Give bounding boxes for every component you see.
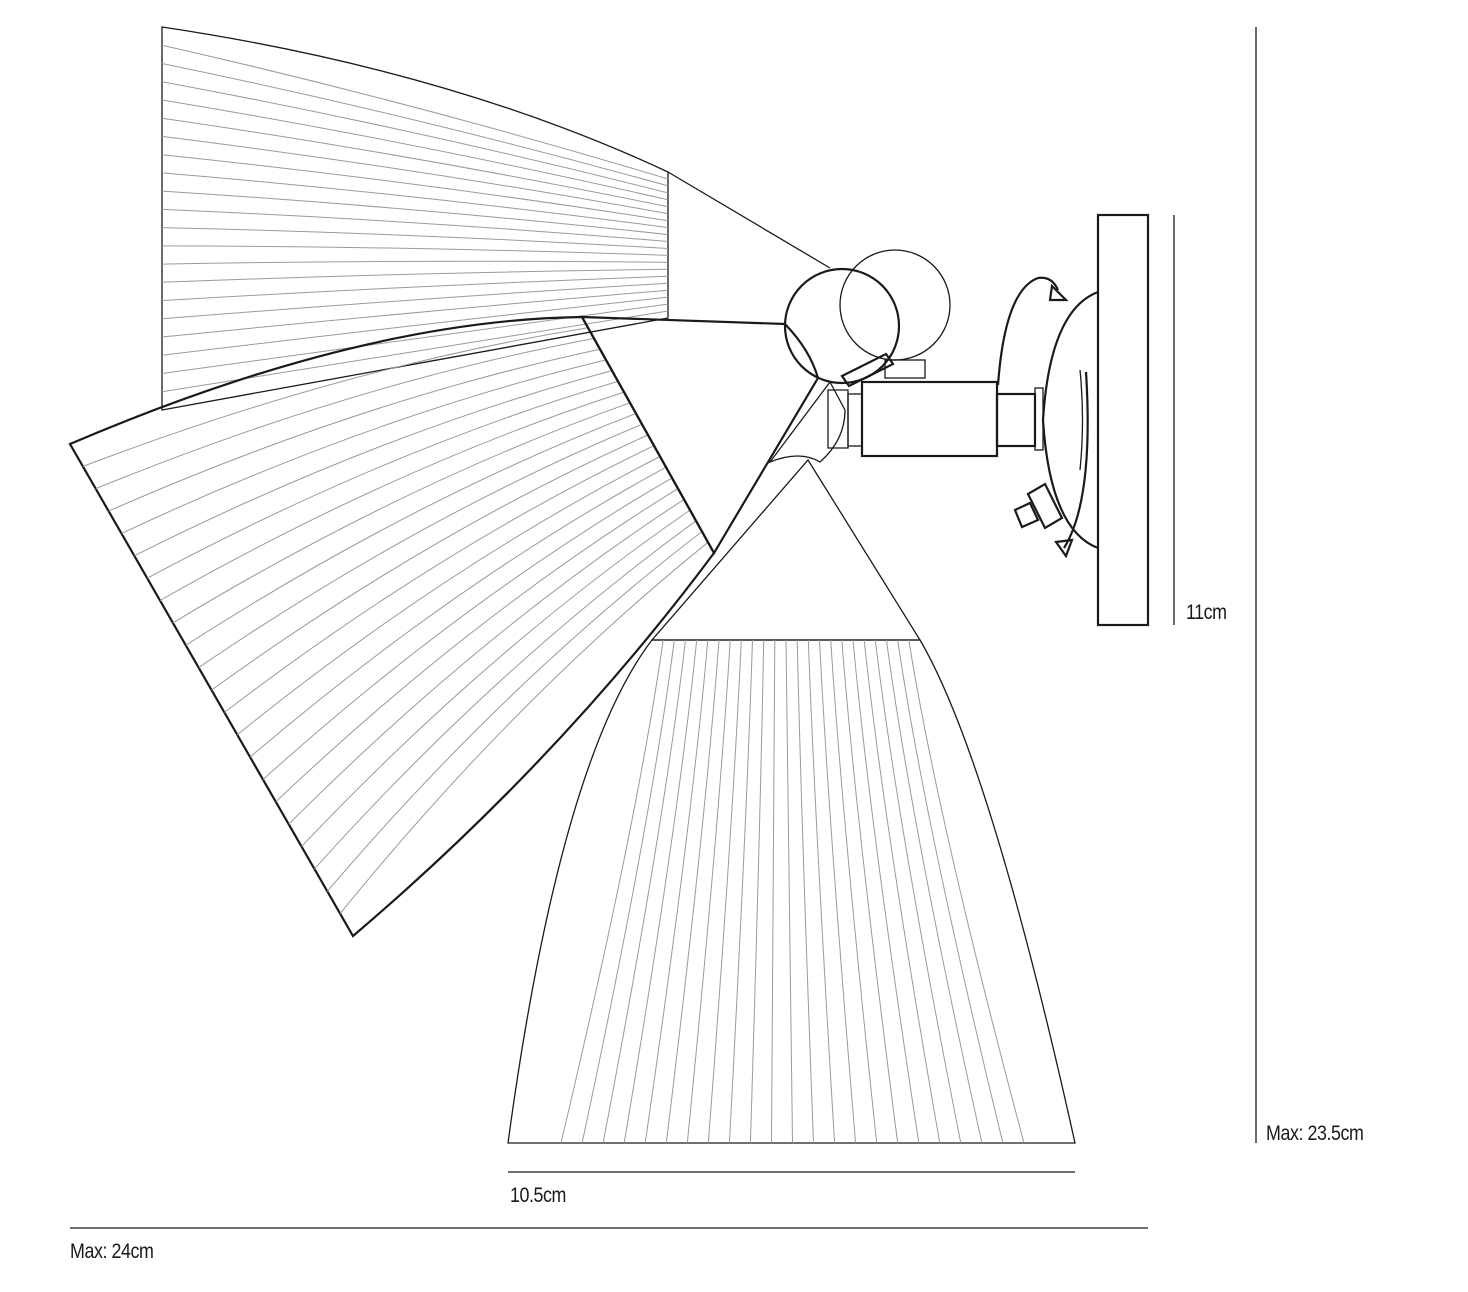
shade-rib	[819, 639, 857, 1144]
shade-rib	[161, 268, 669, 283]
label-shade-width: 10.5cm	[510, 1184, 566, 1207]
shade-rib	[623, 639, 698, 1144]
shade-rib	[326, 531, 703, 892]
shade-rib	[841, 639, 899, 1144]
shade-rib	[161, 117, 669, 208]
shade-rib	[581, 639, 675, 1144]
hinge-lower-ball	[768, 380, 846, 464]
shade-rib	[314, 520, 697, 870]
shade-rib	[897, 639, 1004, 1144]
shade-rib	[665, 639, 720, 1144]
shade-rib	[161, 282, 669, 320]
shade-rib	[886, 639, 983, 1144]
shade-rib	[863, 639, 941, 1144]
shade-rib	[134, 370, 613, 557]
label-max-height: Max: 23.5cm	[1266, 1122, 1364, 1145]
shade-rib	[728, 639, 753, 1144]
shade-rib	[161, 289, 669, 338]
shade-rib	[807, 639, 836, 1144]
shade-rib	[686, 639, 731, 1144]
shade-rib	[161, 310, 669, 393]
shade-rib	[771, 639, 776, 1144]
shade-rib	[644, 639, 709, 1144]
shade-rib	[236, 456, 661, 736]
shade-rib	[161, 99, 669, 201]
shade-rib	[796, 639, 814, 1144]
shade-rib	[602, 639, 686, 1144]
ball-joint	[783, 267, 901, 449]
shade-rib	[82, 327, 589, 467]
shade-rib	[185, 413, 637, 646]
shade-rib	[108, 348, 601, 512]
shade-rib	[288, 498, 685, 825]
shade-rib	[161, 190, 669, 236]
shade-rib	[908, 639, 1025, 1144]
shade-rib	[560, 639, 664, 1144]
shade-rib	[339, 541, 709, 914]
shade-rib	[161, 81, 669, 194]
shade-rib	[785, 639, 793, 1144]
shade-rib	[749, 639, 765, 1144]
shade-rib	[275, 488, 679, 803]
shade-rib	[159, 391, 625, 601]
wall-mount-dome	[1041, 290, 1099, 550]
shade-rib	[852, 639, 920, 1144]
shade-rib	[172, 402, 631, 624]
shade-rib	[161, 303, 669, 374]
shade-rib	[301, 509, 691, 847]
shade-rib	[146, 380, 619, 579]
shade-lower-position	[507, 458, 1076, 1144]
shade-rib	[262, 477, 673, 780]
shade-rib	[161, 154, 669, 222]
shade-rib	[874, 639, 962, 1144]
label-max-width: Max: 24cm	[70, 1240, 154, 1263]
shade-rib	[161, 227, 669, 249]
shade-upper-position	[161, 26, 831, 411]
shade-rib	[198, 423, 643, 669]
shade-rib	[161, 63, 669, 187]
shade-rib	[161, 172, 669, 229]
shade-rib	[161, 260, 669, 265]
shade-rib	[161, 296, 669, 356]
shade-lower-ribs	[560, 639, 1025, 1144]
rotation-arrows	[996, 276, 1089, 559]
shade-rib	[161, 135, 669, 215]
shade-rib	[161, 208, 669, 242]
shade-tilted-ribs	[82, 327, 709, 914]
wall-plate	[1096, 213, 1150, 627]
arm-connector	[847, 380, 1044, 458]
shade-rib	[830, 639, 878, 1144]
shade-rib	[121, 359, 607, 534]
label-wall-plate-height: 11cm	[1186, 601, 1227, 624]
shade-upper-ribs	[161, 44, 669, 393]
shade-rib	[161, 44, 669, 180]
shade-rib	[224, 445, 655, 713]
shade-rib	[707, 639, 742, 1144]
shade-rib	[249, 466, 667, 758]
shade-rib	[211, 434, 649, 691]
switch	[1013, 482, 1064, 530]
shade-tilted-position	[68, 315, 716, 938]
ghost-joint	[839, 249, 951, 379]
shade-rib	[161, 275, 669, 302]
shade-rib	[161, 245, 669, 256]
shade-rib	[95, 338, 595, 490]
